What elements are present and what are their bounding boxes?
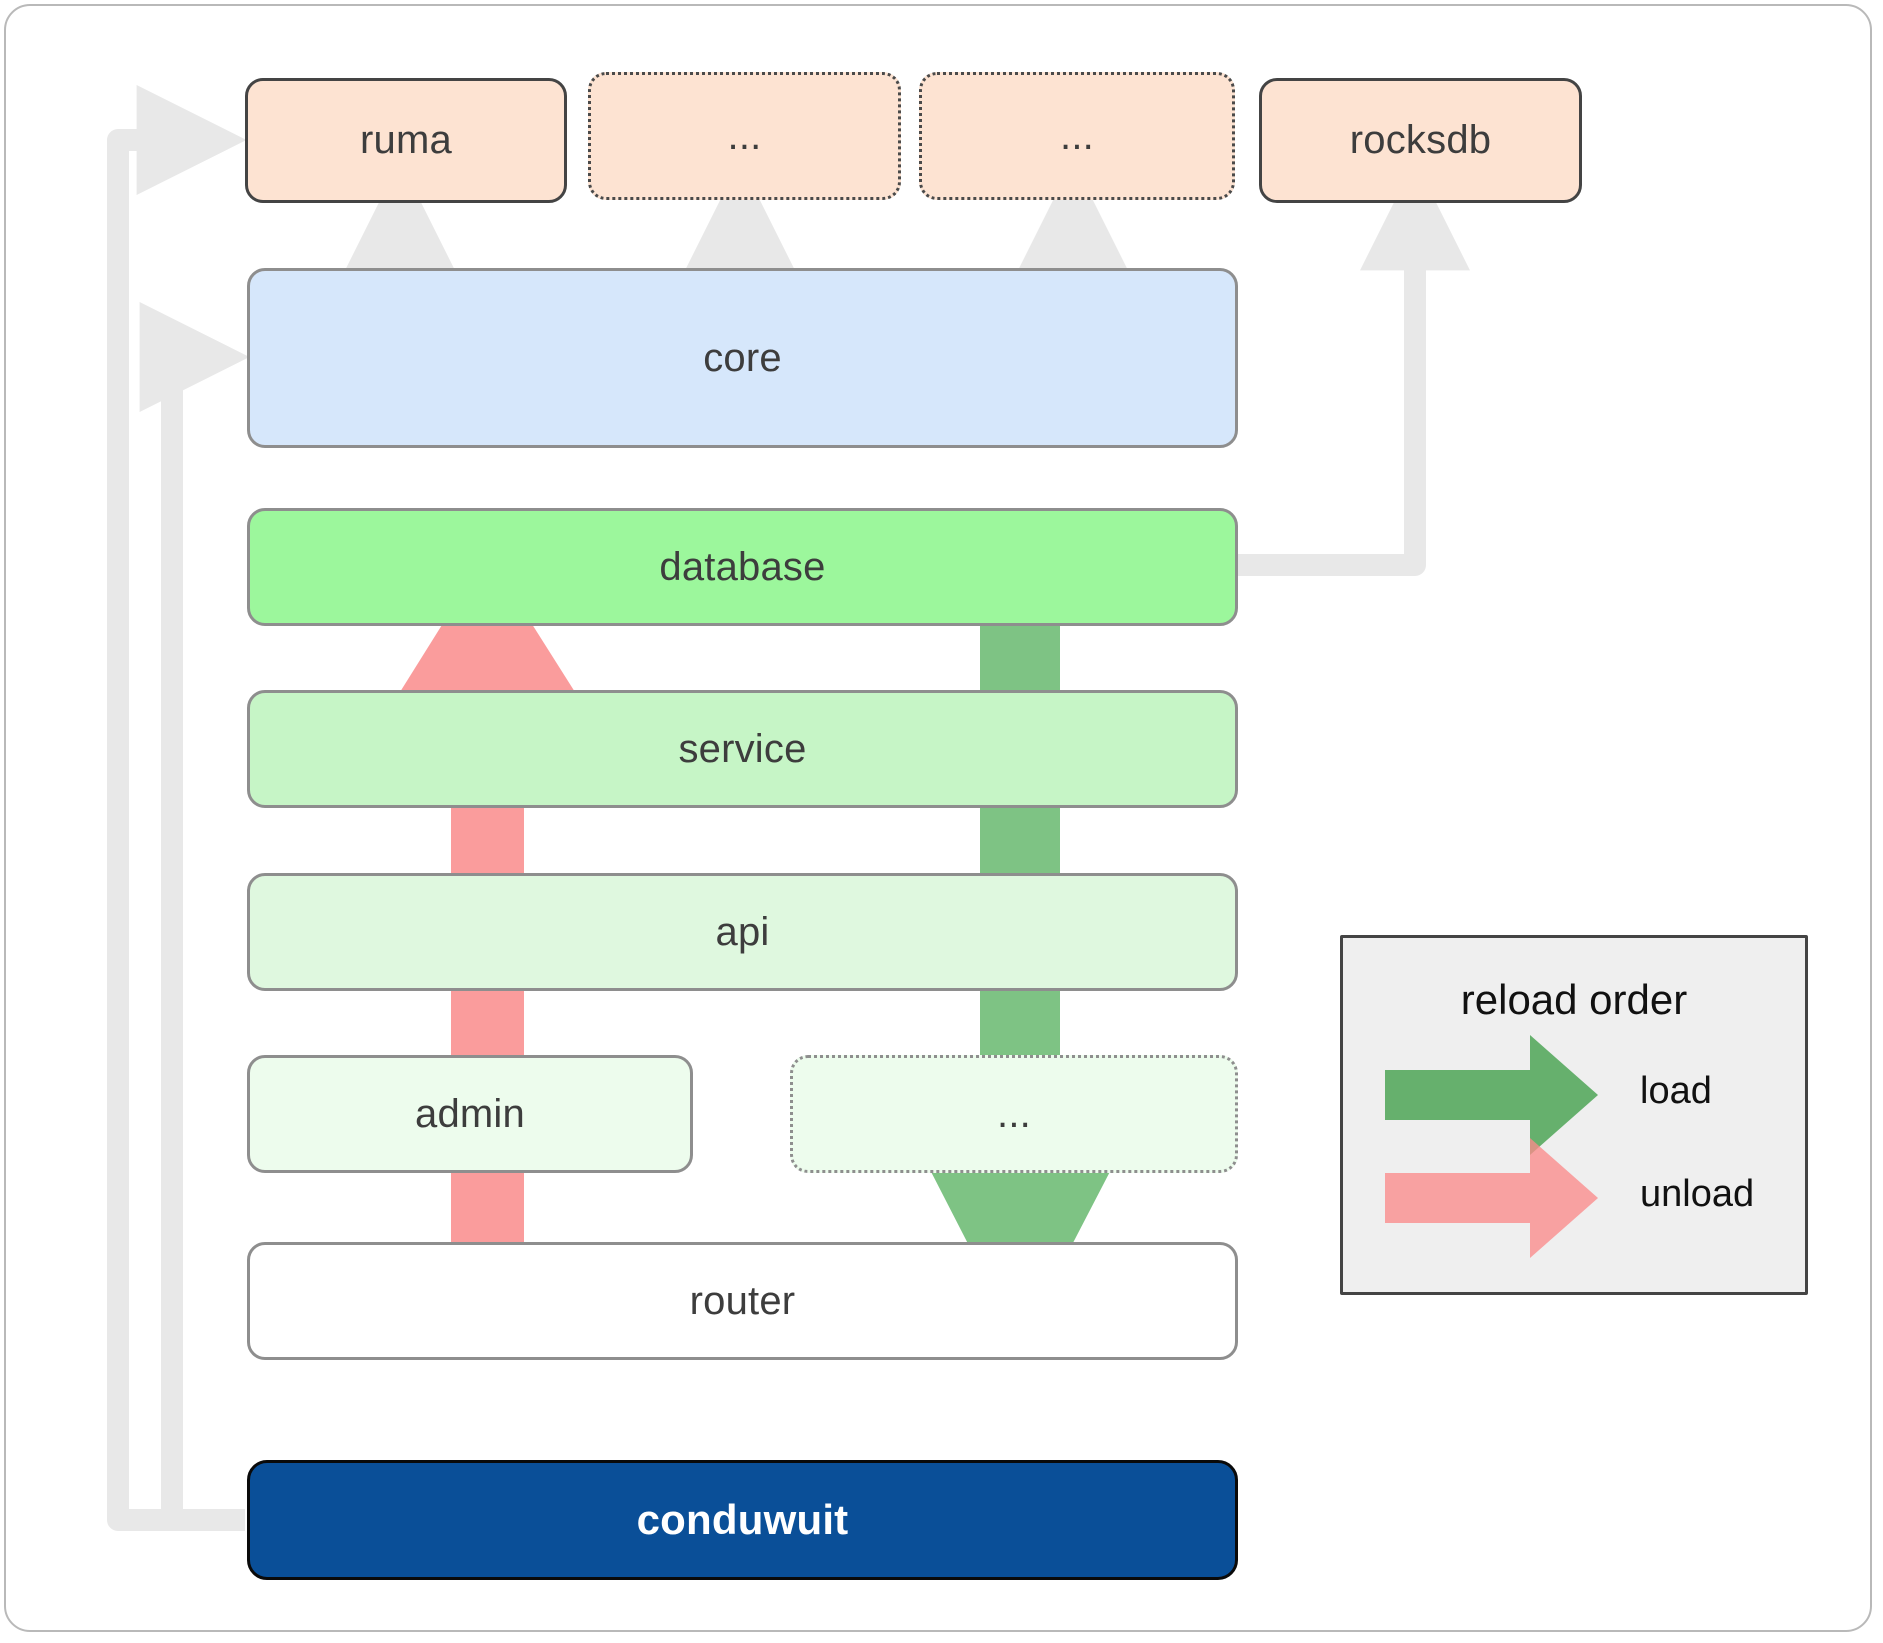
main-binary-label: conduwuit	[636, 1496, 849, 1543]
layer-label-admin: admin	[415, 1091, 525, 1136]
legend-label-load: load	[1640, 1070, 1712, 1112]
layer-label-router: router	[689, 1278, 796, 1323]
layer-box-database[interactable]: database	[247, 508, 1238, 626]
main-binary-box-conduwuit[interactable]: conduwuit	[247, 1460, 1238, 1580]
legend-label-unload: unload	[1640, 1173, 1755, 1215]
layer-label-api: api	[715, 909, 770, 954]
layer-label-database: database	[659, 544, 826, 589]
layer-box-core[interactable]: core	[247, 268, 1238, 448]
dependency-box-ruma[interactable]: ruma	[245, 78, 567, 203]
layer-label-service: service	[678, 726, 807, 771]
layer-box-router[interactable]: router	[247, 1242, 1238, 1360]
dependency-label-dep2: ...	[727, 113, 762, 158]
dependency-label-rocksdb: rocksdb	[1349, 118, 1492, 162]
legend-title: reload order	[1460, 976, 1688, 1023]
diagram-frame	[4, 4, 1872, 1632]
layer-box-api[interactable]: api	[247, 873, 1238, 991]
layer-label-etc: ...	[997, 1091, 1031, 1136]
layer-label-core: core	[703, 335, 782, 380]
layer-box-etc[interactable]: ...	[790, 1055, 1238, 1173]
legend-panel: reload order	[1340, 935, 1808, 1295]
layer-box-admin[interactable]: admin	[247, 1055, 693, 1173]
dependency-box-dep2[interactable]: ...	[588, 72, 901, 200]
dependency-label-dep3: ...	[1060, 113, 1094, 158]
dependency-box-dep3[interactable]: ...	[919, 72, 1235, 200]
dependency-box-rocksdb[interactable]: rocksdb	[1259, 78, 1582, 203]
layer-box-service[interactable]: service	[247, 690, 1238, 808]
dependency-label-ruma: ruma	[360, 118, 452, 162]
